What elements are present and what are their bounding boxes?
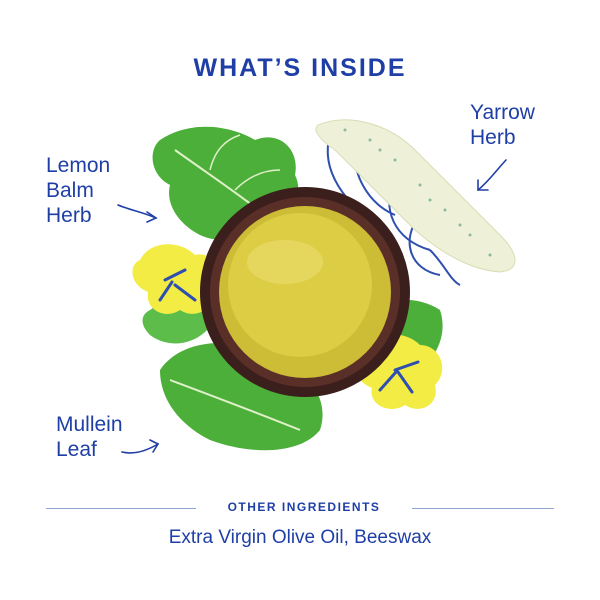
label-mullein-leaf: Mullein Leaf <box>56 413 123 461</box>
balm-jar <box>200 187 410 397</box>
yarrow-flowers <box>315 119 516 273</box>
arrow-lemon-balm-icon <box>117 204 157 219</box>
divider-left <box>46 508 196 509</box>
page-title: WHAT’S INSIDE <box>193 54 407 82</box>
mullein-flower-left <box>132 244 218 314</box>
other-ingredients-heading: OTHER INGREDIENTS <box>227 500 381 514</box>
arrow-mullein-icon <box>121 443 159 454</box>
other-ingredients-list: Extra Virgin Olive Oil, Beeswax <box>168 527 432 548</box>
label-yarrow-herb: Yarrow Herb <box>470 101 535 149</box>
divider-right <box>412 508 554 509</box>
label-lemon-balm-herb: Lemon Balm Herb <box>46 154 111 227</box>
arrow-yarrow-icon <box>477 159 507 191</box>
